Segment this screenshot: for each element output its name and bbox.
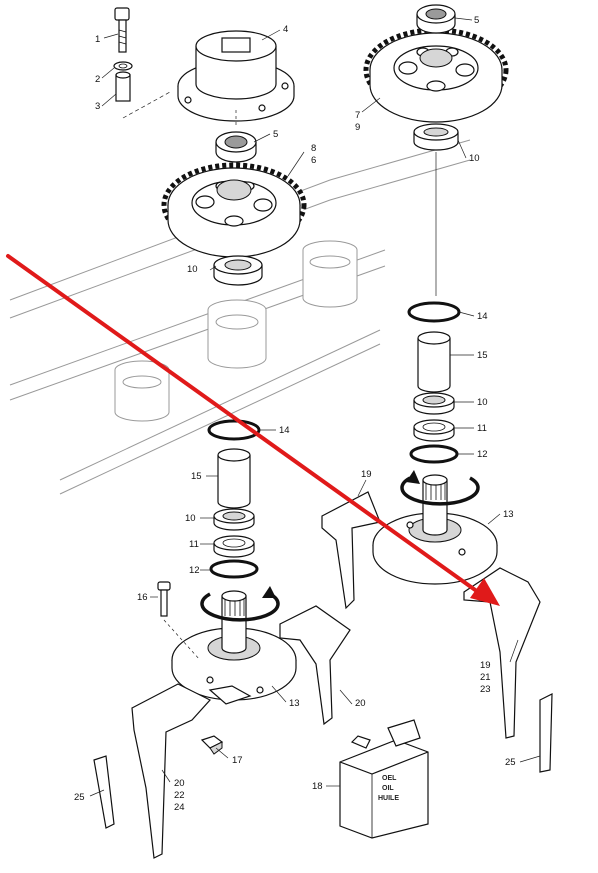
callout-16: 16 [137,592,148,603]
callout-18: 18 [312,781,323,792]
callout-5-right: 5 [474,15,479,26]
callout-24: 24 [174,802,185,813]
sleeve-3 [115,71,131,102]
nut-5-left [215,131,257,163]
callout-10-right: 10 [477,397,488,408]
o-ring-14-right [407,301,461,323]
bearing-11-left [213,535,255,558]
callout-12-right: 12 [477,449,488,460]
o-ring-12-right [409,444,459,464]
callout-25-left: 25 [74,792,85,803]
callout-11-left: 11 [189,539,199,550]
callout-5-left: 5 [273,129,278,140]
callout-10-upper-right: 10 [469,153,480,164]
callout-17: 17 [232,755,243,766]
blade-25-right [539,693,553,773]
bearing-10-upper-left [213,255,263,286]
callout-12-left: 12 [189,565,200,576]
callout-6: 6 [311,155,316,166]
oil-can-18: OEL OIL HUILE [339,719,429,839]
rotor-hub-13-right [372,474,498,585]
callout-14-right: 14 [477,311,488,322]
bearing-10-upper-right [413,123,459,151]
callout-19-back: 19 [361,469,372,480]
callout-15-left: 15 [191,471,202,482]
callout-7: 7 [355,110,360,121]
callout-20-front: 20 [174,778,185,789]
callout-21: 21 [480,672,491,683]
flange-housing-4 [177,30,295,122]
callout-15-right: 15 [477,350,488,361]
callout-9: 9 [355,122,360,133]
callout-19-front: 19 [480,660,491,671]
bolt-1 [114,7,130,53]
pin-17 [200,735,224,755]
callout-20-back: 20 [355,698,366,709]
callout-13-right: 13 [503,509,514,520]
tine-19-right-front [463,567,541,739]
callout-25-right: 25 [505,757,516,768]
nut-5-right [416,4,456,34]
tine-19-right-back [321,491,381,610]
oil-can-label-line1: OEL [382,775,397,782]
callout-labels: 1 2 3 4 5 8 6 10 5 7 9 10 14 15 10 11 12… [74,15,516,813]
callout-1: 1 [95,34,100,45]
bolt-16 [157,581,171,617]
tine-20-left-back [279,605,351,726]
bush-15-right [417,331,451,393]
callout-13-left: 13 [289,698,300,709]
bush-15-left [217,448,251,509]
callout-4: 4 [283,24,288,35]
rotation-arrow-left [200,586,280,622]
bearing-10-right [413,392,455,415]
bearing-10-left [213,508,255,531]
callout-3: 3 [95,101,100,112]
red-annotation-arrow [6,254,500,606]
gear-7 [363,27,509,123]
callout-22: 22 [174,790,185,801]
callout-10-upper-left: 10 [187,264,198,275]
callout-10-left: 10 [185,513,196,524]
rotation-arrow-right [400,470,480,506]
oil-can-label-line3: HUILE [378,795,399,802]
bearing-11-right [413,419,455,442]
tine-20-left-front [131,683,211,859]
washer-2 [113,61,133,71]
gear-8 [161,162,307,258]
o-ring-12-left [209,559,259,579]
leader-lines [89,17,541,797]
callout-8: 8 [311,143,316,154]
rotor-hub-13-left [171,590,297,705]
callout-14-left: 14 [279,425,290,436]
blade-25-left [93,755,115,829]
callout-11-right: 11 [477,423,487,434]
callout-23: 23 [480,684,491,695]
callout-2: 2 [95,74,100,85]
oil-can-label-line2: OIL [382,785,394,792]
